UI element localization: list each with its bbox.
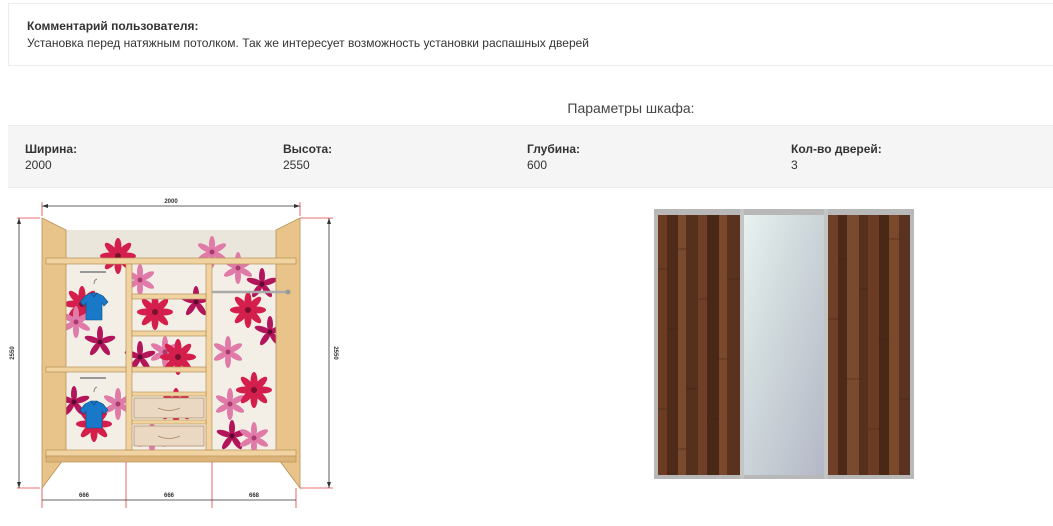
wardrobe-params-bar: Ширина: 2000 Высота: 2550 Глубина: 600 К…: [8, 125, 1053, 188]
scheme-section-dim-2: 666: [164, 493, 175, 499]
param-doors-value: 3: [791, 158, 798, 172]
param-depth-label: Глубина:: [527, 142, 581, 156]
user-comment-panel: Комментарий пользователя: Установка пере…: [8, 3, 1053, 66]
scheme-height-left-dim: 2550: [10, 346, 16, 360]
param-width: Ширина: 2000: [25, 142, 77, 172]
scheme-section-dim-3: 668: [249, 493, 260, 499]
param-height: Высота: 2550: [283, 142, 332, 172]
param-height-label: Высота:: [283, 142, 333, 156]
param-depth: Глубина: 600: [527, 142, 580, 172]
param-width-value: 2000: [25, 158, 52, 172]
param-height-value: 2550: [283, 158, 310, 172]
scheme-height-right-dim: 2550: [332, 346, 338, 360]
comment-title: Комментарий пользователя:: [27, 19, 199, 33]
param-doors-label: Кол-во дверей:: [791, 142, 882, 156]
wardrobe-doors-preview: [654, 209, 914, 479]
param-width-label: Ширина:: [25, 142, 78, 156]
scheme-width-dim: 2000: [164, 199, 178, 205]
comment-text: Установка перед натяжным потолком. Так ж…: [27, 36, 590, 50]
wardrobe-scheme-image: 2000 2550 2550 666 666 668: [0, 192, 340, 521]
param-doors: Кол-во дверей: 3: [791, 142, 882, 172]
scheme-section-dim-1: 666: [79, 493, 90, 499]
params-heading: Параметры шкафа:: [567, 100, 695, 116]
param-depth-value: 600: [527, 158, 548, 172]
